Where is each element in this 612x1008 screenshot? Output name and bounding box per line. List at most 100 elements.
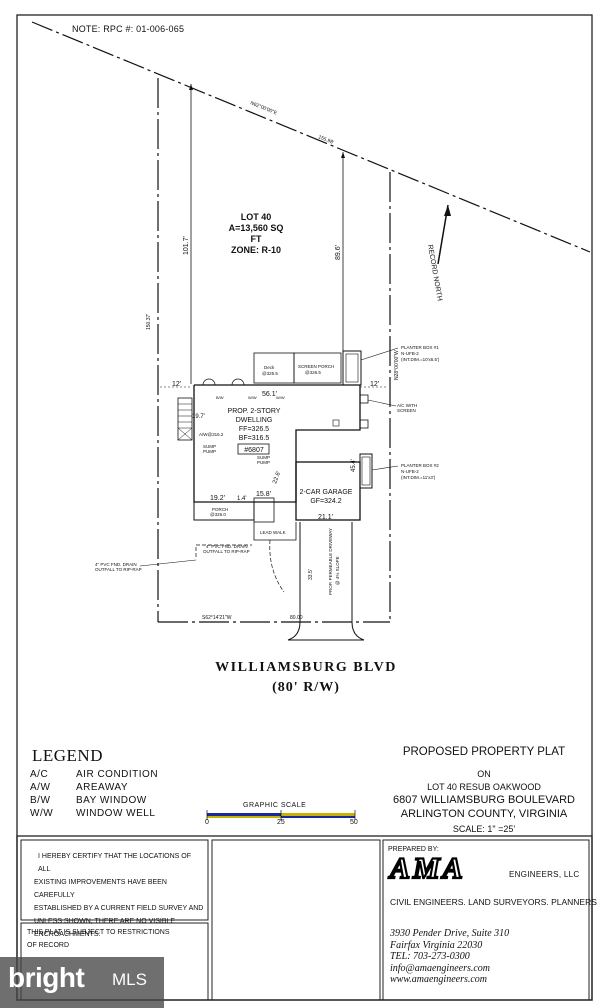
plat-title: PROPOSED PROPERTY PLAT [402, 746, 566, 758]
restriction-line: THIS PLAT IS SUBJECT TO RESTRICTIONS [27, 929, 170, 936]
legend-item: W/W WINDOW WELL [30, 808, 155, 819]
garage-line2: GF=324.2 [310, 498, 341, 505]
east-distance: N28°00'00"W [394, 350, 400, 380]
pvc1-label-2: OUTFALL TO RIP-RAP [95, 567, 142, 572]
graphic-scale-bar [206, 810, 356, 820]
plat-scale: SCALE: 1" =25' [452, 824, 516, 834]
lot-area: A=13,560 SQ [229, 223, 284, 233]
scale-tick-0: 0 [205, 819, 209, 826]
bay-window [231, 378, 245, 386]
dim-15-8: 15.8' [256, 491, 271, 498]
planter1-label: PLANTER BOX #1 [401, 345, 439, 350]
planter2-dim: (INT.DIM.=11'x3') [401, 475, 436, 480]
pvc2-label-2: OUTFALL TO RIP-RAP [203, 549, 250, 554]
planter-box-1 [345, 353, 359, 383]
lot-number: LOT 40 [241, 212, 272, 222]
sump1-label: SUMP [203, 444, 216, 449]
front-distance: 80.00 [290, 615, 303, 621]
website: www.amaengineers.com [390, 974, 488, 985]
driveway-label: PROP. PERMEABLE DRIVEWAY [328, 528, 333, 595]
dim-12-right: 12' [370, 381, 379, 388]
planter2-label: PLANTER BOX #2 [401, 463, 439, 468]
lot-zone: ZONE: R-10 [231, 245, 281, 255]
cert-line: ENCROACHMENTS. [34, 931, 101, 938]
house-line2: DWELLING [236, 417, 273, 424]
legend-desc: BAY WINDOW [76, 795, 147, 806]
house-line4: BF=316.5 [239, 435, 270, 442]
ww-label: W/W [248, 395, 257, 400]
sump2-label: SUMP [257, 455, 270, 460]
rear-distance: 155.98' [317, 134, 334, 146]
watermark-brand: bright [8, 962, 85, 993]
dim-19-2: 19.2' [210, 495, 225, 502]
deck-elevation: @325.5 [262, 371, 278, 376]
brightmls-watermark: bright MLS [0, 957, 164, 1008]
scale-tick-25: 25 [277, 819, 285, 826]
lot-area-unit: FT [251, 234, 262, 244]
plat-county: ARLINGTON COUNTY, VIRGINIA [400, 808, 568, 820]
legend-abbr: W/W [30, 808, 54, 819]
phone: TEL: 703-273-0300 [390, 951, 470, 962]
dim-21-1: 21.1' [318, 514, 333, 521]
bw-label: B/W [216, 395, 224, 400]
porch-elevation: @326.0 [210, 512, 226, 517]
west-distance: 150.37' [146, 314, 152, 330]
dim-89-6: 89.6' [335, 245, 342, 260]
dim-19-7: 19.7' [192, 414, 205, 420]
dim-56-1: 56.1' [262, 391, 277, 398]
driveway-length: 33.5' [308, 569, 314, 580]
legend-title: LEGEND [32, 746, 103, 765]
cert-line: EXISTING IMPROVEMENTS HAVE BEEN CAREFULL… [34, 879, 167, 899]
sump2-label-2: PUMP [257, 460, 270, 465]
address-line: 3930 Pender Drive, Suite 310 [390, 928, 510, 939]
ac-unit [359, 419, 369, 429]
watermark-suffix: MLS [112, 970, 147, 989]
prepared-by: PREPARED BY: [388, 846, 439, 853]
planter1-code: N-UFB-2 [401, 351, 419, 356]
road-name: WILLIAMSBURG BLVD [215, 660, 397, 675]
north-arrow: RECORD NORTH [426, 204, 451, 302]
company-address: 3930 Pender Drive, Suite 310 Fairfax Vir… [390, 928, 509, 986]
rear-bearing: N62°00'00"E [249, 100, 278, 116]
areaway-label: A/W@316.2 [199, 432, 224, 437]
planter2-code: N-UFB-2 [401, 469, 419, 474]
legend-abbr: A/C [30, 769, 49, 780]
pvc1-label: 4" PVC FND. DRAIN [95, 562, 137, 567]
certification-text: I HEREBY CERTIFY THAT THE LOCATIONS OF A… [34, 850, 204, 941]
cert-line: UNLESS SHOWN, THERE ARE NO VISIBLE [34, 918, 176, 925]
legend-desc: AREAWAY [76, 782, 129, 793]
plat-on: ON [477, 769, 491, 779]
pvc2-label: 4" PVC FND. DRAIN [206, 544, 248, 549]
restrictions-text: THIS PLAT IS SUBJECT TO RESTRICTIONS OF … [27, 926, 202, 952]
legend-item: A/C AIR CONDITION [30, 769, 158, 780]
cert-line: ESTABLISHED BY A CURRENT FIELD SURVEY AN… [34, 905, 204, 912]
dim-12-left: 12' [172, 381, 181, 388]
legend-desc: AIR CONDITION [76, 769, 159, 780]
ama-logo: AMA [389, 851, 466, 886]
dim-45-4: 45.4' [351, 459, 357, 472]
front-bearing: S62°14'21"W [202, 615, 232, 621]
cert-line: I HEREBY CERTIFY THAT THE LOCATIONS OF A… [38, 853, 191, 873]
ac-label: A/C WITH [397, 403, 417, 408]
lead-walk [253, 522, 297, 541]
legend-desc: WINDOW WELL [76, 808, 156, 819]
driveway-apron [287, 621, 365, 641]
dim-22-6: 22.6' [272, 471, 282, 485]
plat-address: 6807 WILLIAMSBURG BOULEVARD [393, 794, 575, 806]
planter-box-2 [361, 456, 371, 486]
areaway-stairs [177, 397, 193, 441]
screen-porch-elevation: @326.5 [305, 370, 321, 375]
rear-lot-line [31, 21, 591, 253]
ac-unit [359, 394, 369, 404]
planter1-dim: (INT.DIM.=10'x6.5') [401, 357, 440, 362]
road-row: (80' R/W) [272, 680, 340, 695]
porch-label: PORCH [212, 507, 228, 512]
dim-1-4: 1.4' [237, 496, 247, 502]
ac-label-2: SCREEN [397, 408, 416, 413]
garage [295, 461, 361, 521]
driveway-slope: @ 4% SLOPE [335, 556, 340, 585]
lot-info: LOT 40 A=13,560 SQ FT ZONE: R-10 [229, 212, 284, 255]
company-engineers: ENGINEERS, LLC [509, 870, 580, 879]
